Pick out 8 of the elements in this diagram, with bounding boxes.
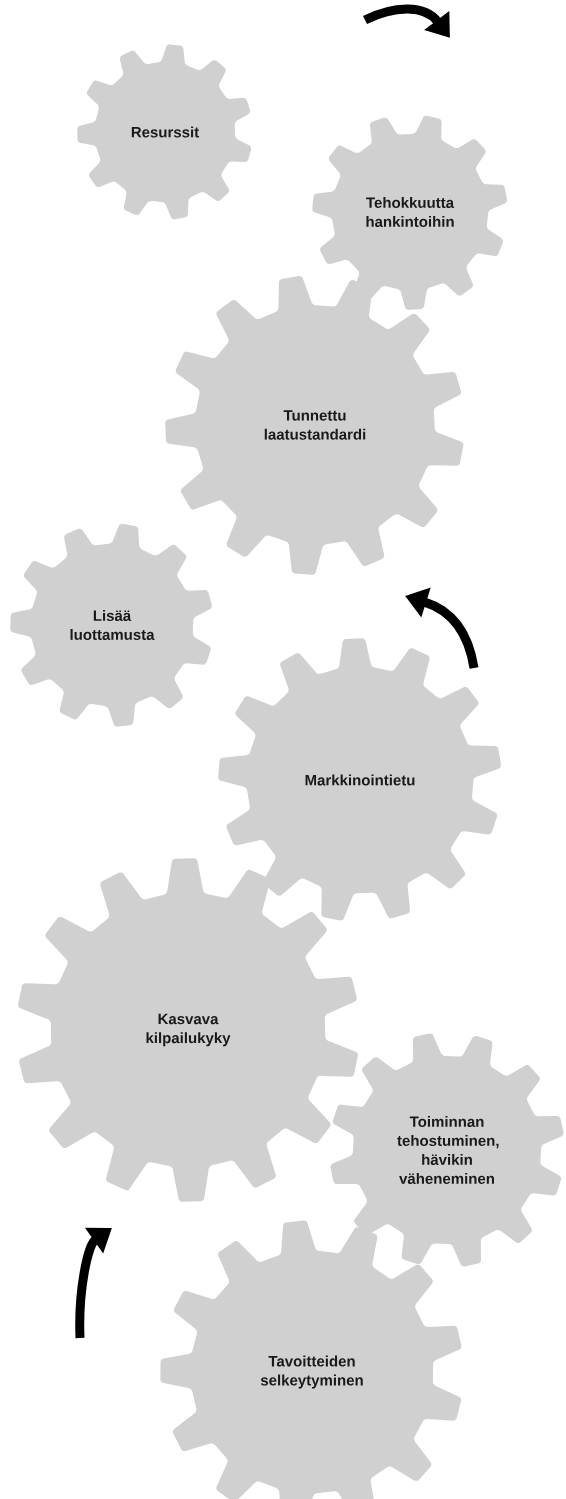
gear: Tavoitteiden selkeytyminen xyxy=(160,1220,462,1499)
gear: Markkinointietu xyxy=(218,638,501,921)
gear: Kasvava kilpailukyky xyxy=(18,858,358,1202)
gear: Lisää luottamusta xyxy=(10,523,212,727)
gear: Toiminnan tehostuminen, hävikin väheneminen xyxy=(330,1033,564,1267)
gear: Resurssit xyxy=(77,44,252,220)
gear: Tunnettu laatustandardi xyxy=(165,276,464,575)
gear: Tehokkuutta hankintoihin xyxy=(312,115,507,310)
